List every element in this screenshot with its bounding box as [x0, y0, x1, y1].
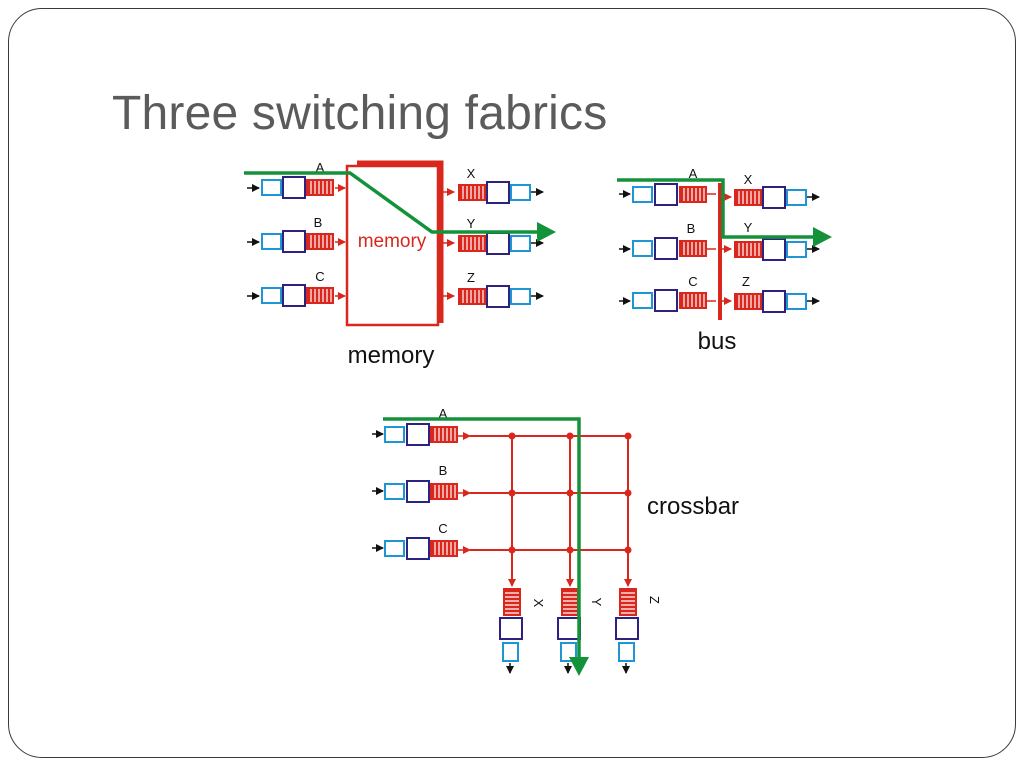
crossbar-output-label-y: Y — [589, 598, 604, 607]
crossbar-output-port-y: Y — [557, 579, 604, 674]
bus-output-queue-x — [734, 189, 762, 206]
bus-input-queue-b — [679, 240, 707, 257]
crossbar-input-queue-a — [430, 426, 458, 443]
memory-input-port-b: B — [247, 215, 346, 253]
bus-output-port-x: X — [722, 172, 820, 209]
bus-caption: bus — [698, 328, 737, 355]
memory-output-queue-x — [458, 184, 486, 201]
crossbar-output-queue-z — [619, 588, 637, 616]
crossbar-fabric: A B C — [372, 406, 739, 676]
crossbar-input-port-b: B — [372, 463, 471, 503]
crossbar-input-port-c: C — [372, 521, 471, 560]
bus-output-port-z: Z — [722, 274, 820, 313]
crossbar-grid — [470, 435, 629, 584]
memory-input-queue-a — [306, 179, 334, 196]
memory-output-label-x: X — [467, 166, 476, 181]
bus-output-label-x: X — [744, 172, 753, 187]
memory-output-queue-y — [458, 235, 486, 252]
memory-output-port-z: Z — [443, 270, 544, 308]
bus-output-label-z: Z — [742, 274, 750, 289]
crossbar-input-port-a: A — [372, 406, 471, 446]
memory-input-label-c: C — [315, 269, 324, 284]
memory-caption: memory — [348, 342, 435, 369]
memory-output-label-y: Y — [467, 216, 476, 231]
memory-input-queue-c — [306, 287, 334, 304]
bus-input-port-b: B — [619, 221, 716, 260]
crossbar-input-label-c: C — [438, 521, 447, 536]
bus-output-queue-y — [734, 241, 762, 258]
bus-input-port-a: A — [619, 166, 716, 206]
bus-input-label-b: B — [687, 221, 696, 236]
crossbar-output-label-z: Z — [647, 596, 662, 604]
memory-output-label-z: Z — [467, 270, 475, 285]
memory-input-label-a: A — [316, 160, 325, 175]
bus-packet-path — [617, 178, 832, 247]
memory-packet-path — [244, 171, 556, 242]
bus-output-label-y: Y — [744, 220, 753, 235]
memory-input-port-c: C — [247, 269, 346, 307]
bus-input-queue-c — [679, 292, 707, 309]
memory-output-queue-z — [458, 288, 486, 305]
memory-block: memory — [345, 160, 444, 327]
crossbar-caption: crossbar — [647, 493, 739, 520]
memory-fabric: A B C memory — [244, 160, 556, 369]
memory-input-label-b: B — [314, 215, 323, 230]
crossbar-output-queue-y — [561, 588, 579, 616]
memory-block-label: memory — [358, 231, 427, 252]
crossbar-output-label-x: X — [531, 599, 546, 608]
crossbar-crosspoints — [508, 432, 632, 554]
bus-output-port-y: Y — [722, 220, 820, 261]
crossbar-input-queue-c — [430, 540, 458, 557]
memory-input-port-a: A — [247, 160, 346, 199]
memory-input-queue-b — [306, 233, 334, 250]
crossbar-input-label-a: A — [439, 406, 448, 421]
bus-fabric: A B C X — [617, 166, 832, 355]
memory-output-port-x: X — [443, 166, 544, 204]
bus-input-port-c: C — [619, 274, 716, 312]
crossbar-input-queue-b — [430, 483, 458, 500]
bus-output-queue-z — [734, 293, 762, 310]
bus-input-label-a: A — [689, 166, 698, 181]
crossbar-output-queue-x — [503, 588, 521, 616]
crossbar-packet-path — [383, 417, 589, 676]
memory-output-port-y: Y — [443, 216, 544, 255]
slide-title: Three switching fabrics — [112, 87, 608, 140]
crossbar-input-label-b: B — [439, 463, 448, 478]
crossbar-output-port-x: X — [499, 579, 546, 674]
bus-input-queue-a — [679, 186, 707, 203]
crossbar-output-port-z: Z — [615, 579, 662, 674]
bus-input-label-c: C — [688, 274, 697, 289]
